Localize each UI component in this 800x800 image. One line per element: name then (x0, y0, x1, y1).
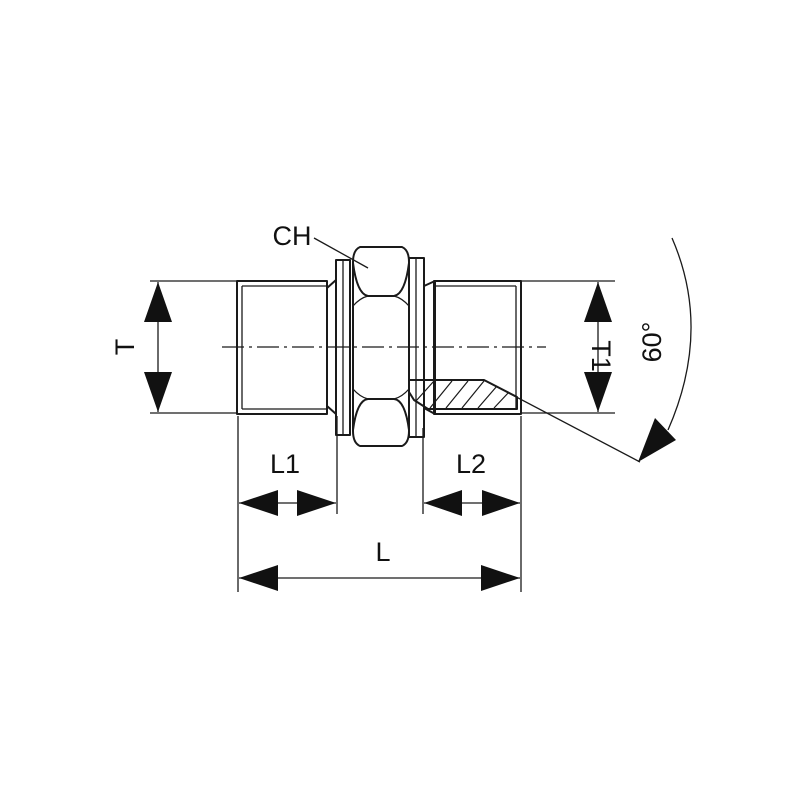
dimension-l2: L2 (424, 449, 520, 516)
hatch-line (445, 380, 469, 409)
dimension-t: T (110, 282, 172, 412)
hatch-line (477, 385, 498, 409)
label-l2: L2 (456, 449, 486, 479)
hatch-line (461, 380, 485, 409)
hatch-line (493, 391, 510, 409)
arrowhead-t1-bottom (584, 372, 612, 412)
label-ch: CH (273, 221, 312, 251)
hex-nut-outline (352, 246, 410, 447)
hex-leader-line (313, 237, 369, 269)
arrowhead-l-left (239, 565, 278, 591)
hatch-line (415, 380, 435, 402)
dimension-t1: T1 (584, 282, 616, 412)
label-l1: L1 (270, 449, 300, 479)
arrowhead-l1-left (239, 490, 278, 516)
hatch-line (429, 380, 453, 409)
hex-callout: CH (273, 221, 369, 269)
arrowhead-l2-right (482, 490, 520, 516)
arrowhead-l1-right (297, 490, 336, 516)
angle-dimension: 60° (483, 237, 692, 463)
cone-angle-line (483, 379, 641, 463)
label-l: L (375, 537, 390, 567)
cone-seat-section (408, 379, 518, 410)
label-t1: T1 (586, 340, 616, 372)
arrowhead-l-right (481, 565, 520, 591)
dimension-l: L (239, 537, 520, 591)
hex-nut-bottom-face (352, 398, 410, 431)
hex-nut-top-face (352, 262, 410, 297)
cone-seat-outline (408, 379, 518, 410)
arrowhead-t-bottom (144, 372, 172, 412)
label-angle: 60° (637, 322, 667, 363)
hex-nut-middle-top-chamfer (352, 295, 410, 307)
label-t: T (110, 339, 140, 356)
angle-arrowhead (638, 418, 676, 462)
arrowhead-t-top (144, 282, 172, 322)
arrowhead-t1-top (584, 282, 612, 322)
dimension-l1: L1 (239, 449, 336, 516)
angle-arc (667, 237, 692, 431)
hex-nut-middle-bottom-chamfer (352, 388, 410, 400)
arrowhead-l2-left (424, 490, 462, 516)
hex-nut (352, 246, 410, 447)
